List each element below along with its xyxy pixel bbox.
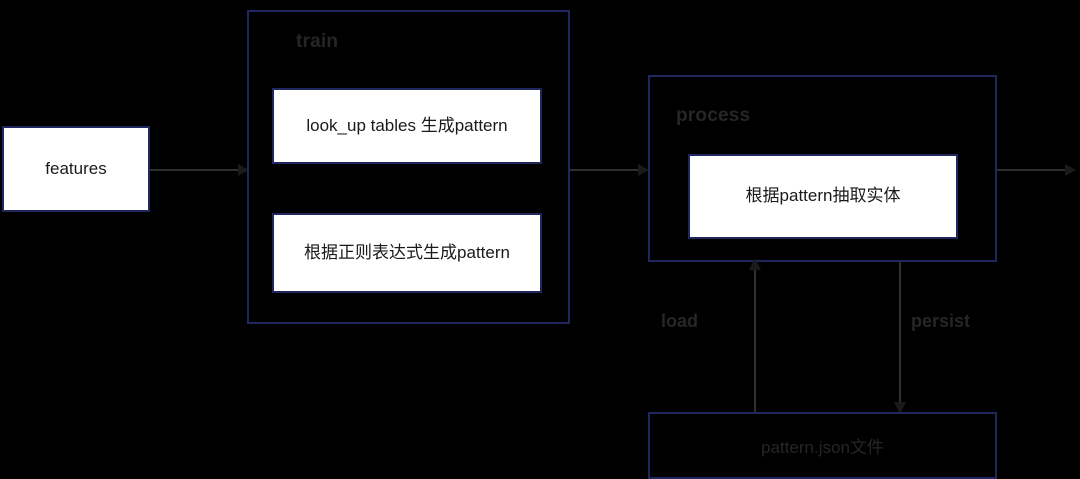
node-features[interactable]: features: [2, 126, 150, 212]
arrow-load: [749, 258, 761, 414]
node-features-label: features: [45, 158, 107, 178]
arrow-features-to-train: [150, 164, 249, 176]
node-regex-pattern[interactable]: 根据正则表达式生成pattern: [272, 213, 542, 293]
node-lookup-tables[interactable]: look_up tables 生成pattern: [272, 88, 542, 164]
group-train[interactable]: [247, 10, 570, 324]
arrow-process-output: [997, 164, 1076, 176]
node-extract-entity-label: 根据pattern抽取实体: [745, 186, 901, 206]
node-regex-pattern-label: 根据正则表达式生成pattern: [304, 242, 510, 262]
group-train-label: train: [296, 31, 339, 52]
node-lookup-tables-label: look_up tables 生成pattern: [306, 115, 508, 135]
group-process-label: process: [676, 105, 751, 126]
node-pattern-json[interactable]: pattern.json文件: [648, 412, 997, 479]
group-process[interactable]: [648, 75, 997, 262]
node-extract-entity[interactable]: 根据pattern抽取实体: [688, 154, 958, 239]
edge-label-load: load: [661, 311, 699, 331]
node-pattern-json-label: pattern.json文件: [761, 438, 884, 457]
edge-label-persist: persist: [911, 311, 971, 331]
arrow-persist: [894, 262, 906, 414]
arrow-train-to-process: [570, 164, 649, 176]
